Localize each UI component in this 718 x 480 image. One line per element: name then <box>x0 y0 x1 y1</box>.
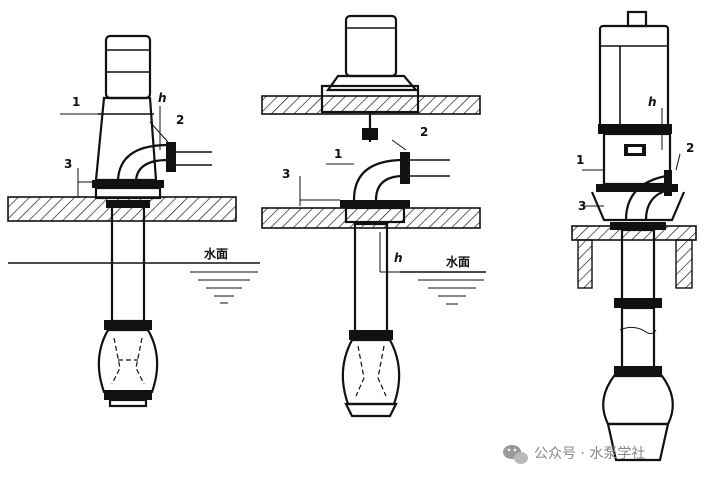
label-2: 2 <box>686 141 694 155</box>
label-h: h <box>648 95 657 109</box>
label-3: 3 <box>64 157 72 171</box>
column-pipe <box>353 222 389 336</box>
label-1: 1 <box>334 147 342 161</box>
motor <box>104 34 152 100</box>
label-h: h <box>394 251 403 265</box>
label-3: 3 <box>578 199 586 213</box>
label-3: 3 <box>282 167 290 181</box>
watermark: 公众号 · 水泵学社 <box>503 445 645 464</box>
wechat-icon <box>503 445 528 464</box>
watermark-text: 公众号 · 水泵学社 <box>534 446 645 462</box>
label-2: 2 <box>176 113 184 127</box>
pump-bowl <box>341 338 401 406</box>
pump-stand <box>94 96 158 182</box>
discharge-elbow <box>352 158 405 201</box>
base-plate <box>92 180 164 188</box>
coupling <box>362 128 378 140</box>
motor <box>598 24 670 132</box>
pump-bowl <box>97 328 159 394</box>
label-1: 1 <box>576 153 584 167</box>
figure-2: 水面 1 2 3 h <box>261 14 486 418</box>
figure-1: 水面 1 2 3 h <box>7 34 260 408</box>
label-h: h <box>158 91 167 105</box>
label-2: 2 <box>420 125 428 139</box>
figure-3: 1 2 3 h <box>571 10 697 462</box>
discharge-elbow <box>116 143 169 181</box>
label-1: 1 <box>72 95 80 109</box>
water-surface-label-2: 水面 <box>446 254 470 269</box>
water-surface-label-1: 水面 <box>204 246 228 261</box>
pump-bowl <box>602 374 674 426</box>
discharge-flange <box>166 142 176 172</box>
motor <box>344 14 398 78</box>
